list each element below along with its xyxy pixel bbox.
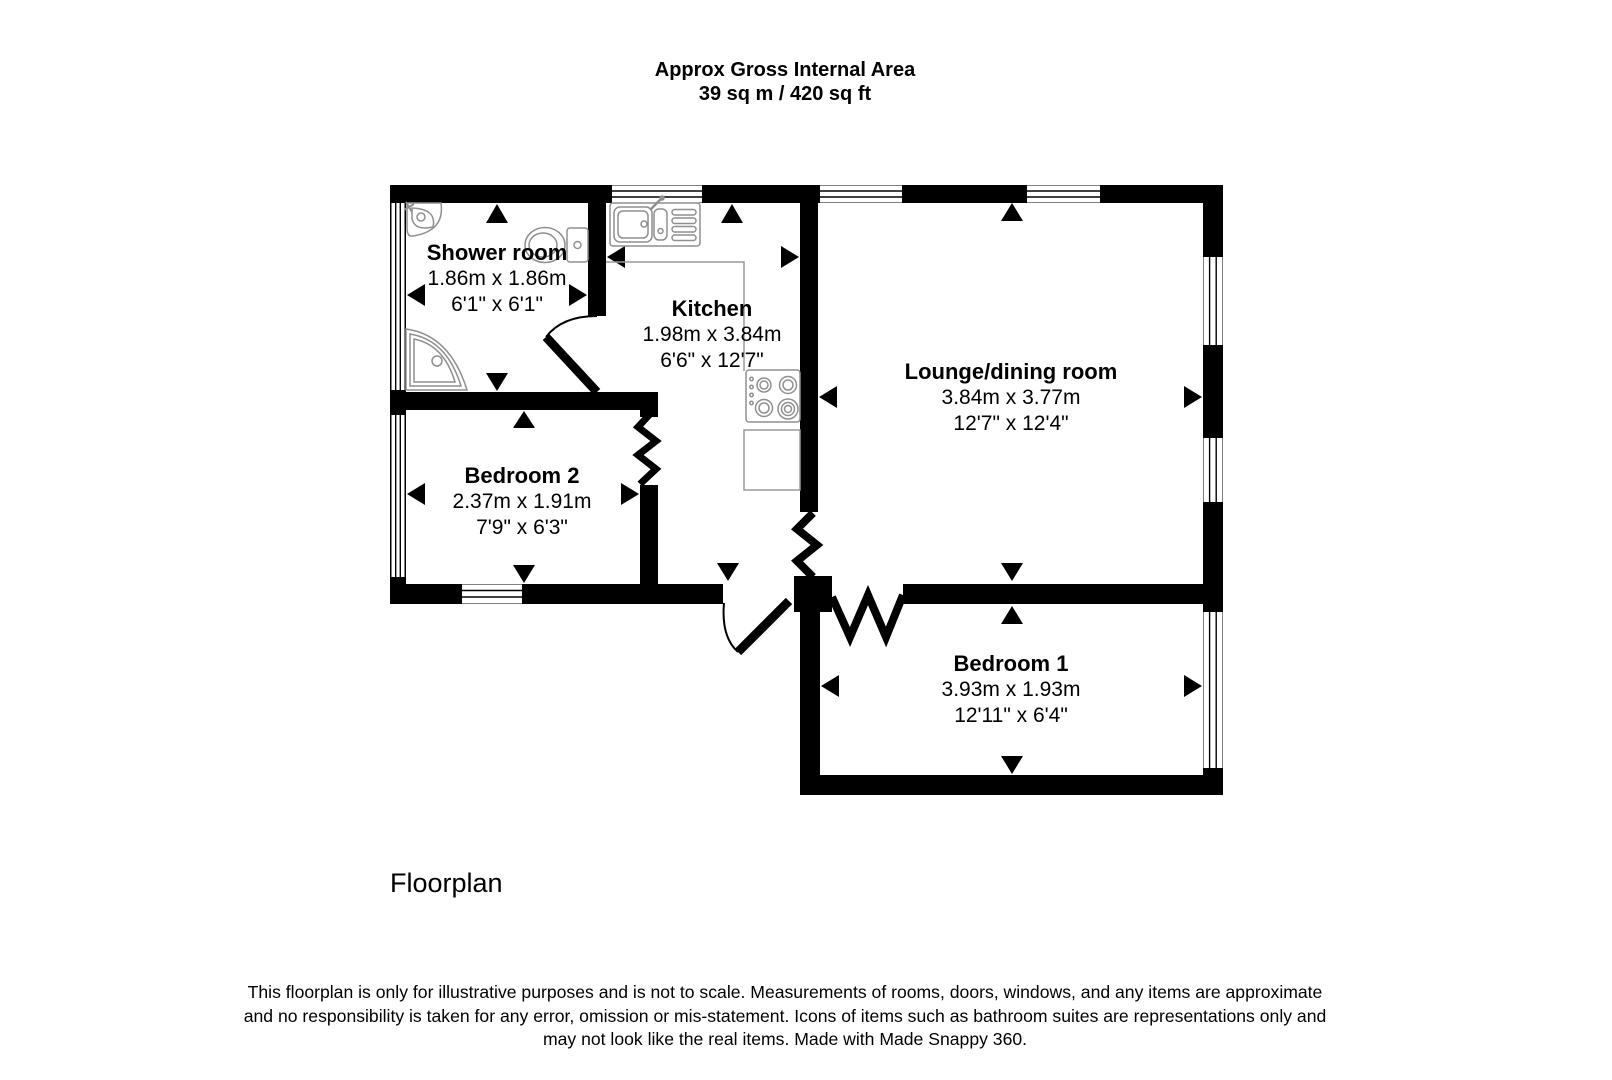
room-dim-metric: 3.93m x 1.93m — [941, 678, 1081, 701]
window-lounge-right-lower — [1203, 438, 1223, 502]
opening-zigzag-bedroom1-top — [828, 584, 907, 648]
window-lounge-top-right — [1027, 185, 1100, 203]
corner-basin-icon — [403, 201, 443, 237]
arrow-left-bedroom2 — [407, 483, 425, 505]
fixtures — [403, 195, 801, 491]
wall-shower-kitchen-divider — [588, 185, 606, 316]
disclaimer-text: This floorplan is only for illustrative … — [244, 981, 1327, 1052]
room-dim-metric: 3.84m x 3.77m — [941, 386, 1081, 409]
room-name: Shower room — [426, 240, 568, 265]
room-name: Bedroom 1 — [953, 651, 1069, 676]
wall-bedroom2-right-lower — [640, 485, 658, 604]
arrow-right-shower — [569, 284, 587, 306]
door-leaf — [734, 597, 793, 656]
opening-zigzags — [632, 411, 907, 648]
arrow-up-kitchen — [721, 204, 743, 223]
page-title: Approx Gross Internal Area 39 sq m / 420… — [655, 58, 915, 106]
window-bedroom2-bottom — [462, 584, 522, 604]
opening-zigzag-bedroom2 — [632, 411, 662, 487]
door-entrance — [722, 597, 793, 656]
door-shower-room — [542, 315, 601, 396]
wall-shower-bedroom2-divider — [390, 392, 658, 410]
room-label-bedroom2: Bedroom 2 2.37m x 1.91m 7'9" x 6'3" — [453, 463, 592, 541]
arrow-up-shower — [486, 204, 508, 223]
arrow-down-lounge — [1001, 563, 1023, 581]
toilet-icon — [524, 226, 589, 264]
arrow-right-lounge — [1184, 386, 1202, 408]
room-label-bedroom1: Bedroom 1 3.93m x 1.93m 12'11" x 6'4" — [942, 651, 1081, 729]
title-line-2: 39 sq m / 420 sq ft — [698, 83, 872, 105]
window-bedroom1-right — [1203, 612, 1223, 768]
kitchen-sink-icon — [609, 195, 701, 247]
arrow-up-bedroom2 — [513, 411, 535, 428]
arrow-down-bedroom2 — [513, 565, 535, 583]
arrow-left-lounge — [819, 386, 837, 408]
opening-zigzag-hall-lounge — [791, 510, 824, 580]
window-lounge-top-left — [820, 185, 902, 203]
room-dim-metric: 1.98m x 3.84m — [642, 323, 782, 346]
arrow-down-bedroom1 — [1001, 756, 1023, 774]
floorplan-caption: Floorplan — [390, 868, 503, 898]
room-name: Lounge/dining room — [904, 359, 1118, 384]
room-label-kitchen: Kitchen 1.98m x 3.84m 6'6" x 12'7" — [643, 296, 782, 374]
walls — [390, 185, 1223, 795]
window-bedroom2-left — [391, 415, 405, 577]
room-name: Kitchen — [671, 296, 753, 321]
kitchen-counter — [606, 261, 801, 491]
arrow-right-kitchen — [781, 246, 799, 268]
room-dim-metric: 1.86m x 1.86m — [427, 267, 567, 290]
door-arc — [545, 315, 598, 338]
hob-icon — [745, 369, 801, 423]
arrow-left-shower — [407, 284, 425, 306]
wall-bedroom1-left — [800, 604, 820, 795]
room-label-shower-room: Shower room 1.86m x 1.86m 6'1" x 6'1" — [427, 240, 568, 318]
doors — [542, 315, 793, 656]
arrow-up-bedroom1 — [1001, 606, 1023, 624]
title-line-1: Approx Gross Internal Area — [654, 59, 916, 81]
arrow-right-bedroom2 — [621, 483, 639, 505]
wall-bottom-left-band — [390, 584, 723, 604]
wall-lounge-bedroom1-divider — [903, 584, 1223, 604]
shower-tray-icon — [405, 328, 469, 391]
room-name: Bedroom 2 — [464, 463, 580, 488]
disclaimer-line-2: and no responsibility is taken for any e… — [243, 1005, 1327, 1026]
arrow-up-lounge — [1001, 203, 1023, 221]
arrow-down-kitchen — [717, 563, 739, 581]
disclaimer-line-3: may not look like the real items. Made w… — [542, 1029, 1028, 1049]
measure-arrows — [407, 203, 1202, 774]
arrow-left-kitchen — [607, 246, 625, 268]
window-kitchen-top — [612, 185, 702, 203]
door-arc — [722, 602, 739, 653]
room-dim-imperial: 12'7" x 12'4" — [953, 412, 1069, 435]
wall-kitchen-lounge-divider — [800, 185, 818, 512]
room-dim-imperial: 6'6" x 12'7" — [660, 349, 764, 372]
room-dim-imperial: 6'1" x 6'1" — [451, 293, 543, 316]
window-lounge-right-upper — [1203, 257, 1223, 345]
arrow-left-bedroom1 — [821, 675, 839, 697]
room-label-lounge: Lounge/dining room 3.84m x 3.77m 12'7" x… — [905, 359, 1118, 437]
window-shower-left — [391, 203, 405, 390]
room-dim-metric: 2.37m x 1.91m — [452, 490, 592, 513]
arrow-down-shower — [486, 373, 508, 391]
arrow-right-bedroom1 — [1184, 675, 1202, 697]
disclaimer-line-1: This floorplan is only for illustrative … — [247, 982, 1323, 1002]
wall-bedroom1-bottom — [800, 775, 1223, 795]
room-dim-imperial: 12'11" x 6'4" — [954, 704, 1068, 727]
room-dim-imperial: 7'9" x 6'3" — [476, 516, 568, 539]
windows — [391, 185, 1223, 768]
door-leaf — [542, 333, 601, 396]
